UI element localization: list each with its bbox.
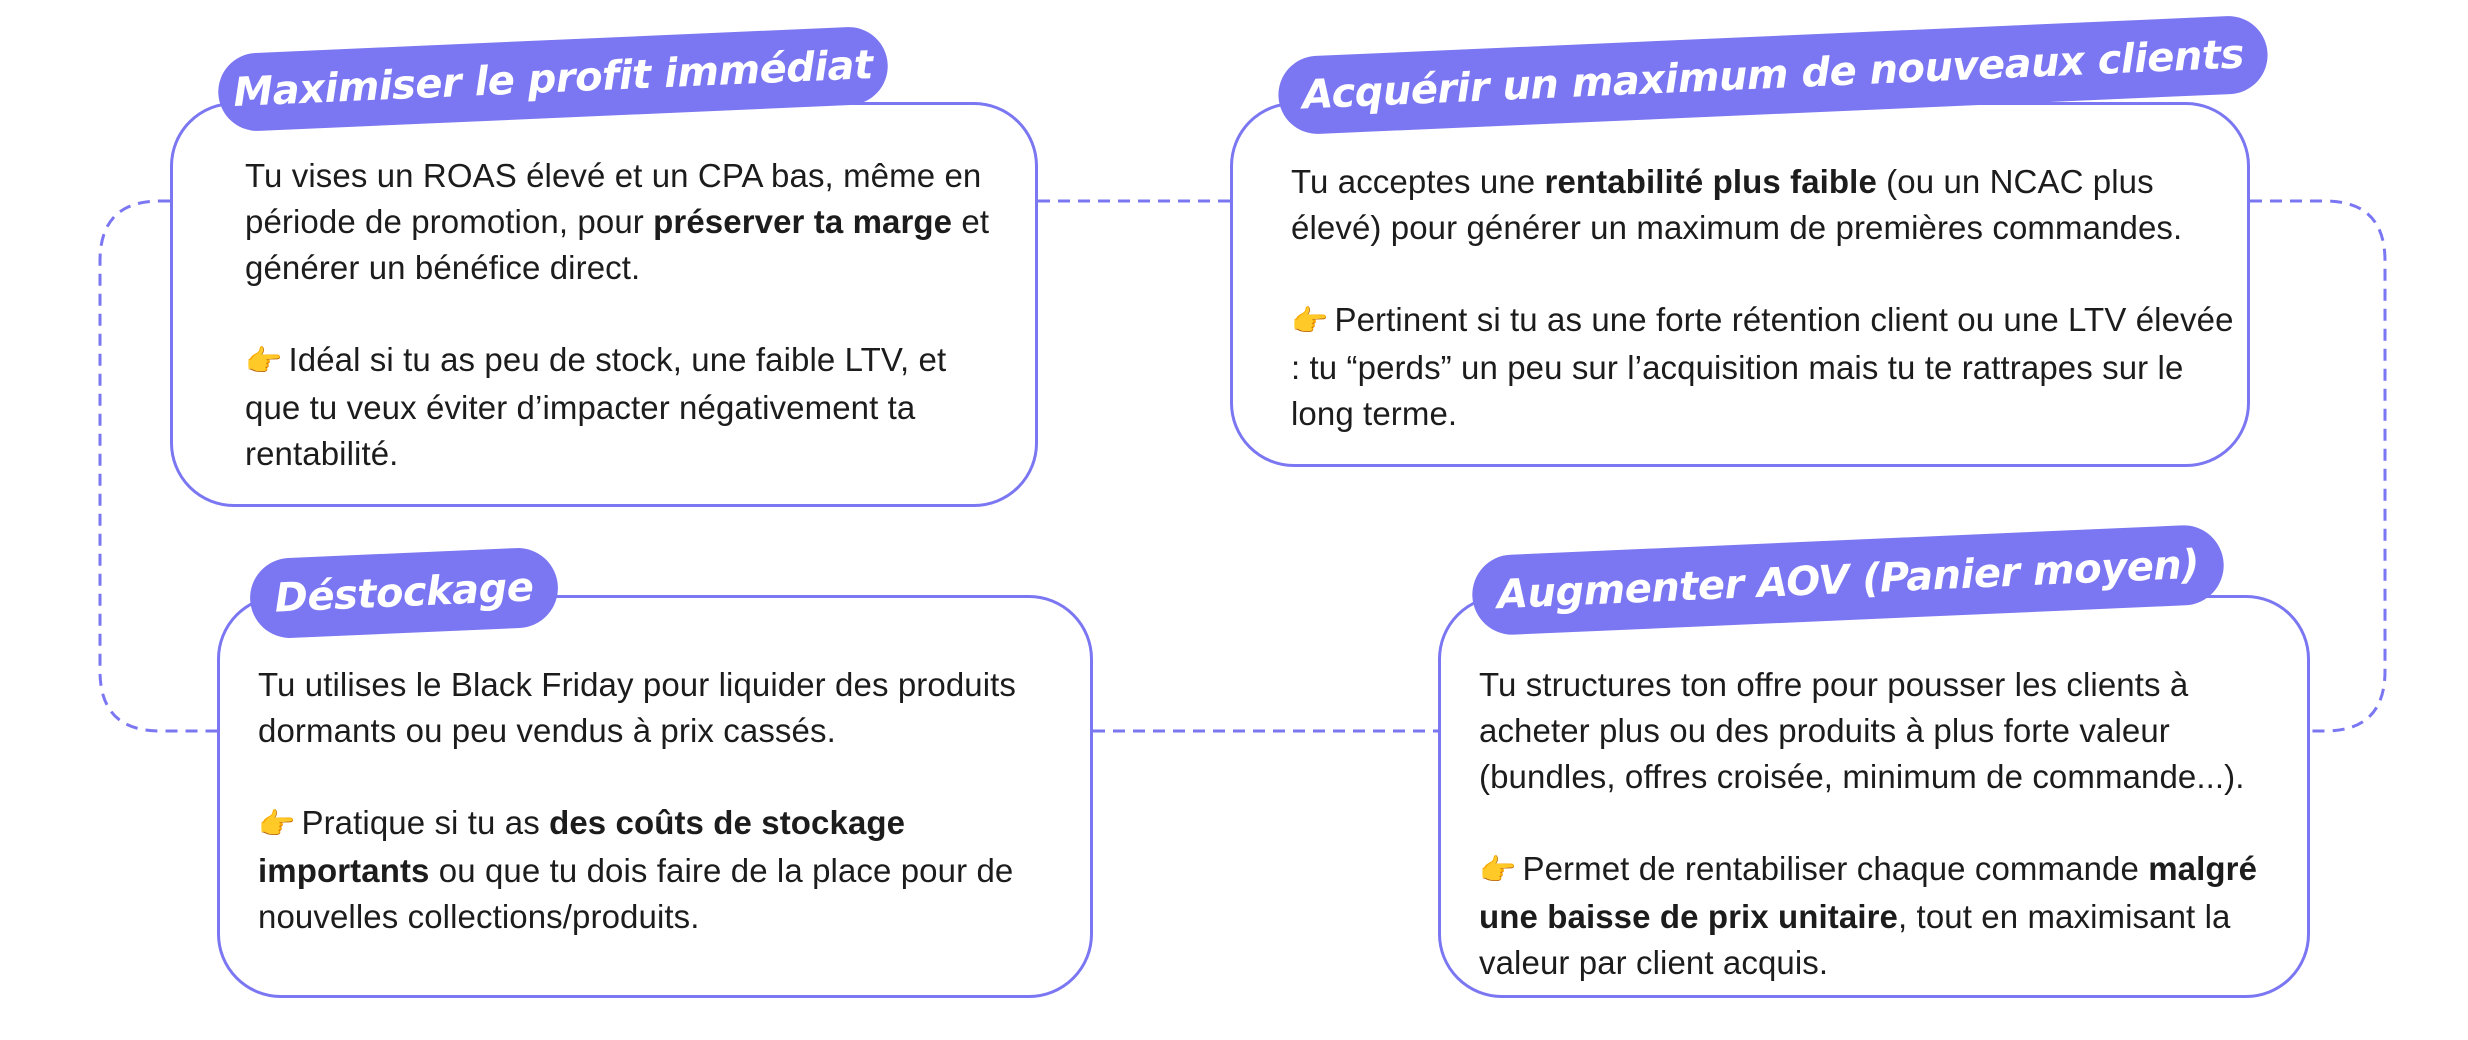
paragraph-text: Pertinent si tu as une forte rétention c…: [1291, 301, 2234, 432]
card-acquire-clients: Tu acceptes une rentabilité plus faible …: [1230, 102, 2250, 467]
card-paragraph-2: 👉Pertinent si tu as une forte rétention …: [1291, 297, 2241, 437]
paragraph-text: Pratique si tu as: [301, 804, 550, 841]
paragraph-text: Idéal si tu as peu de stock, une faible …: [245, 341, 947, 472]
paragraph-text: Tu acceptes une: [1291, 163, 1545, 200]
card-body: Tu vises un ROAS élevé et un CPA bas, mê…: [245, 153, 1005, 477]
pointing-hand-icon: 👉: [1479, 854, 1517, 887]
card-paragraph-1: Tu structures ton offre pour pousser les…: [1479, 662, 2299, 800]
paragraph-text: , tout en maximisant la valeur par clien…: [1479, 898, 2231, 981]
pointing-hand-icon: 👉: [245, 345, 283, 378]
emphasized-text: des coûts de stockage importants: [258, 804, 906, 889]
connector-left: [98, 199, 217, 733]
paragraph-text: Permet de rentabiliser chaque commande: [1522, 850, 2149, 887]
card-maximize-profit: Tu vises un ROAS élevé et un CPA bas, mê…: [170, 102, 1038, 507]
paragraph-text: Tu utilises le Black Friday pour liquide…: [258, 666, 1017, 749]
card-title-destocking: Déstockage: [248, 546, 560, 640]
card-body: Tu structures ton offre pour pousser les…: [1479, 662, 2299, 986]
card-body: Tu acceptes une rentabilité plus faible …: [1291, 159, 2241, 437]
card-paragraph-2: 👉Permet de rentabiliser chaque commande …: [1479, 846, 2299, 986]
paragraph-text: et générer un bénéfice direct.: [245, 203, 990, 286]
paragraph-text: (ou un NCAC plus élevé) pour générer un …: [1291, 163, 2183, 246]
card-paragraph-2: 👉Pratique si tu as des coûts de stockage…: [258, 800, 1078, 940]
emphasized-text: rentabilité plus faible: [1544, 163, 1877, 200]
card-increase-aov: Tu structures ton offre pour pousser les…: [1438, 595, 2310, 998]
card-paragraph-2: 👉Idéal si tu as peu de stock, une faible…: [245, 337, 1005, 477]
paragraph-text: Tu vises un ROAS élevé et un CPA bas, mê…: [245, 157, 982, 240]
emphasized-text: préserver ta marge: [653, 203, 953, 240]
card-paragraph-1: Tu utilises le Black Friday pour liquide…: [258, 662, 1078, 754]
emphasized-text: malgré une baisse de prix unitaire: [1479, 850, 2258, 935]
card-body: Tu utilises le Black Friday pour liquide…: [258, 662, 1078, 940]
paragraph-text: ou que tu dois faire de la place pour de…: [258, 852, 1014, 935]
pointing-hand-icon: 👉: [1291, 305, 1329, 338]
pointing-hand-icon: 👉: [258, 808, 296, 841]
card-paragraph-1: Tu acceptes une rentabilité plus faible …: [1291, 159, 2241, 251]
card-paragraph-1: Tu vises un ROAS élevé et un CPA bas, mê…: [245, 153, 1005, 291]
connector-right: [2250, 199, 2387, 733]
card-destocking: Tu utilises le Black Friday pour liquide…: [217, 595, 1093, 998]
paragraph-text: Tu structures ton offre pour pousser les…: [1479, 666, 2245, 795]
